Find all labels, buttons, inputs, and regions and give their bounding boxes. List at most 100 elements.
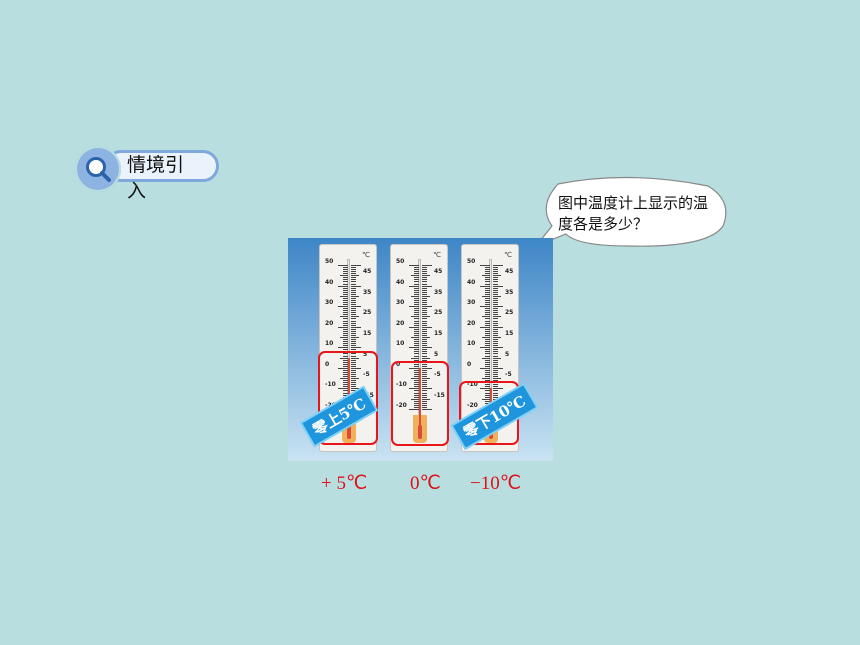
scale-tick: [493, 363, 498, 365]
scale-tick: [422, 404, 427, 406]
scale-tick: [493, 277, 498, 279]
scale-tick: [351, 353, 356, 355]
scale-tick: [351, 308, 356, 310]
scale-tick: [414, 392, 419, 394]
scale-tick: [351, 316, 359, 318]
scale-tick: [493, 367, 503, 369]
scale-tick: [343, 394, 348, 396]
mercury-column: [348, 357, 350, 427]
scale-label-right: 15: [363, 330, 372, 337]
scale-tick: [351, 369, 356, 371]
scale-tick: [351, 378, 359, 380]
scale-tick: [351, 310, 356, 312]
scale-tick: [422, 384, 427, 386]
scale-tick: [343, 369, 348, 371]
scale-tick: [422, 359, 427, 361]
scale-tick: [422, 382, 427, 384]
scale-tick: [351, 277, 356, 279]
scale-tick: [351, 343, 356, 345]
scale-tick: [422, 367, 432, 369]
scale-tick: [493, 267, 498, 269]
scale-tick: [485, 269, 490, 271]
scale-tick: [340, 295, 348, 297]
scale-tick: [493, 324, 498, 326]
scale-tick: [351, 367, 361, 369]
scale-tick: [482, 337, 490, 338]
scale-tick: [414, 353, 419, 355]
scale-tick: [422, 406, 427, 408]
scale-label-left: 50: [325, 258, 334, 265]
highlight-box-2: [391, 361, 449, 446]
scale-tick: [343, 341, 348, 343]
scale-tick: [422, 299, 427, 301]
scale-tick: [422, 369, 427, 371]
scale-tick: [414, 404, 419, 406]
scale-tick: [409, 326, 419, 328]
scale-tick: [480, 347, 490, 349]
scale-tick: [414, 351, 419, 353]
scale-tick: [422, 349, 427, 351]
scale-tick: [493, 396, 498, 398]
scale-tick: [493, 371, 498, 373]
scale-tick: [480, 265, 490, 266]
scale-label-right: -15: [363, 391, 374, 399]
scale-tick: [485, 355, 490, 357]
scale-tick: [343, 380, 348, 382]
scale-tick: [493, 353, 498, 355]
scale-tick: [351, 285, 361, 287]
scale-tick: [343, 332, 348, 334]
scale-tick: [414, 277, 419, 279]
scale-tick: [485, 396, 490, 398]
scale-tick: [343, 363, 348, 365]
scale-tick: [343, 334, 348, 336]
scale-tick: [343, 304, 348, 306]
scale-tick: [485, 271, 490, 273]
scale-label-left: 30: [325, 299, 334, 307]
scale-tick: [414, 363, 419, 365]
scale-tick: [422, 269, 427, 271]
scale-tick: [351, 386, 356, 388]
scale-tick: [493, 343, 498, 345]
scale-tick: [485, 299, 490, 301]
scale-label-left: -10: [467, 381, 478, 389]
scale-tick: [343, 277, 348, 279]
scale-tick: [414, 406, 419, 408]
scale-tick: [343, 312, 348, 314]
scale-tick: [351, 339, 356, 341]
scale-tick: [351, 390, 356, 392]
scale-tick: [485, 281, 490, 283]
scale-label-right: 5: [363, 350, 368, 358]
scale-label-right: 15: [434, 330, 443, 337]
scale-tick: [422, 347, 432, 349]
scale-tick: [485, 351, 490, 353]
scale-tick: [480, 306, 490, 308]
scale-tick: [493, 369, 498, 371]
scale-tick: [480, 326, 490, 328]
scale-tick: [340, 378, 348, 380]
scale-tick: [351, 318, 356, 320]
scale-tick: [343, 359, 348, 361]
scale-tick: [351, 345, 356, 347]
scale-tick: [422, 409, 432, 410]
scale-label-right: 35: [505, 288, 514, 296]
scale-tick: [343, 310, 348, 312]
scale-tick: [351, 374, 356, 376]
unit-label: ℃: [433, 251, 441, 259]
scale-tick: [414, 384, 419, 386]
scale-tick: [485, 293, 490, 295]
scale-tick: [343, 279, 348, 281]
scale-tick: [422, 353, 427, 355]
scale-tick: [422, 357, 430, 359]
scale-tick: [414, 359, 419, 361]
scale-tick: [485, 289, 490, 291]
scale-tick: [414, 349, 419, 351]
scale-tick: [485, 363, 490, 365]
scale-tick: [409, 285, 419, 287]
scale-tick: [414, 279, 419, 281]
scale-tick: [422, 312, 427, 314]
scale-tick: [414, 345, 419, 347]
scale-tick: [493, 349, 498, 351]
scale-tick: [422, 355, 427, 357]
